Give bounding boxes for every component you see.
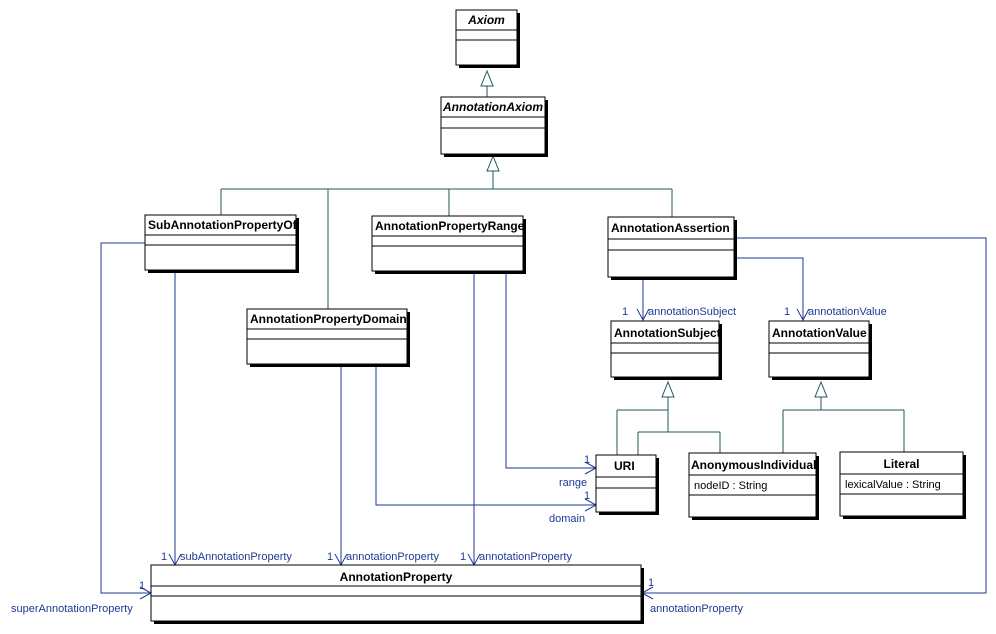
class-annotation-subject-name: AnnotationSubject — [614, 326, 721, 340]
role-assertion-annotation-property: annotationProperty — [650, 603, 743, 615]
class-sub-annotation-property-of[interactable]: SubAnnotationPropertyOf — [144, 214, 299, 273]
association-assertion-annotation-property: 1 annotationProperty — [640, 237, 987, 615]
class-annotation-property-domain[interactable]: AnnotationPropertyDomain — [246, 308, 410, 367]
class-anonymous-individual-name: AnonymousIndividual — [691, 458, 816, 472]
class-anonymous-individual-attribute: nodeID : String — [694, 480, 767, 492]
role-range-annotation-property: annotationProperty — [479, 551, 572, 563]
class-anonymous-individual[interactable]: AnonymousIndividual nodeID : String — [688, 452, 819, 520]
role-domain: domain — [549, 513, 585, 525]
class-annotation-axiom-name: AnnotationAxiom — [442, 100, 543, 114]
role-super-annotation-property: superAnnotationProperty — [11, 603, 133, 615]
class-annotation-assertion-name: AnnotationAssertion — [611, 221, 730, 235]
mult-domain: 1 — [584, 490, 590, 502]
association-range-annotation-property: 1 annotationProperty — [460, 272, 572, 567]
class-literal[interactable]: Literal lexicalValue : String — [839, 451, 966, 519]
role-sub-annotation-property: subAnnotationProperty — [180, 551, 292, 563]
association-annotation-value: 1 annotationValue — [735, 257, 887, 322]
class-annotation-property-name: AnnotationProperty — [340, 570, 453, 584]
association-annotation-subject: 1 annotationSubject — [622, 279, 736, 322]
generalization-to-annotation-value — [782, 380, 905, 453]
association-range: 1 range — [505, 272, 598, 489]
class-annotation-axiom[interactable]: AnnotationAxiom — [440, 96, 548, 157]
class-annotation-property-domain-name: AnnotationPropertyDomain — [250, 312, 407, 326]
role-annotation-value: annotationValue — [808, 306, 887, 318]
class-literal-attribute: lexicalValue : String — [845, 479, 941, 491]
mult-annotation-value: 1 — [784, 306, 790, 318]
association-domain-annotation-property: 1 annotationProperty — [327, 367, 439, 567]
association-sub-annotation-property: 1 subAnnotationProperty — [161, 272, 292, 567]
mult-sub-annotation-property: 1 — [161, 551, 167, 563]
mult-assertion-annotation-property: 1 — [648, 577, 654, 589]
mult-domain-annotation-property: 1 — [327, 551, 333, 563]
role-annotation-subject: annotationSubject — [648, 306, 736, 318]
class-uri[interactable]: URI — [595, 454, 659, 515]
class-axiom-name: Axiom — [467, 13, 505, 27]
mult-super-annotation-property: 1 — [139, 580, 145, 592]
class-uri-name: URI — [614, 459, 635, 473]
role-range: range — [559, 477, 587, 489]
class-annotation-property-range[interactable]: AnnotationPropertyRange — [371, 215, 526, 274]
association-domain: 1 domain — [375, 367, 598, 525]
class-annotation-assertion[interactable]: AnnotationAssertion — [607, 216, 737, 280]
mult-annotation-subject: 1 — [622, 306, 628, 318]
association-super-annotation-property: 1 superAnnotationProperty — [11, 242, 153, 615]
class-annotation-subject[interactable]: AnnotationSubject — [610, 320, 722, 380]
class-annotation-value[interactable]: AnnotationValue — [768, 320, 872, 380]
class-annotation-property[interactable]: AnnotationProperty — [150, 564, 644, 624]
generalization-to-annotation-axiom — [220, 154, 673, 309]
class-axiom[interactable]: Axiom — [455, 9, 520, 68]
class-sub-annotation-property-of-name: SubAnnotationPropertyOf — [148, 218, 298, 232]
role-domain-annotation-property: annotationProperty — [346, 551, 439, 563]
class-annotation-property-range-name: AnnotationPropertyRange — [375, 219, 525, 233]
class-annotation-value-name: AnnotationValue — [772, 326, 867, 340]
mult-range: 1 — [584, 454, 590, 466]
generalization-annotation-axiom-to-axiom — [480, 69, 494, 97]
class-literal-name: Literal — [883, 457, 919, 471]
mult-range-annotation-property: 1 — [460, 551, 466, 563]
generalization-to-annotation-subject — [616, 380, 721, 455]
